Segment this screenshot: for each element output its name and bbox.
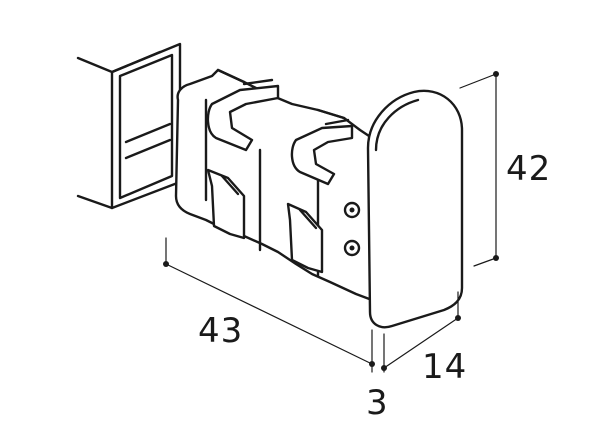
dimension-depth: [381, 291, 461, 373]
top-clip-left: [206, 68, 280, 152]
dimension-length-label: 43: [198, 311, 244, 351]
screw-lower-icon: [343, 239, 361, 257]
screw-upper-icon: [343, 201, 361, 219]
bracket-body: [174, 68, 374, 302]
end-cap: [366, 89, 464, 329]
top-clip-right: [290, 108, 354, 186]
lower-prong-right: [286, 202, 324, 274]
lower-prong-left: [206, 168, 246, 240]
dimension-offset-label: 3: [366, 383, 389, 423]
dimension-height-label: 42: [506, 149, 552, 189]
dimension-height: [459, 71, 499, 267]
square-tube: [76, 42, 182, 210]
dimension-depth-label: 14: [422, 347, 468, 387]
dimension-length: [163, 237, 375, 373]
